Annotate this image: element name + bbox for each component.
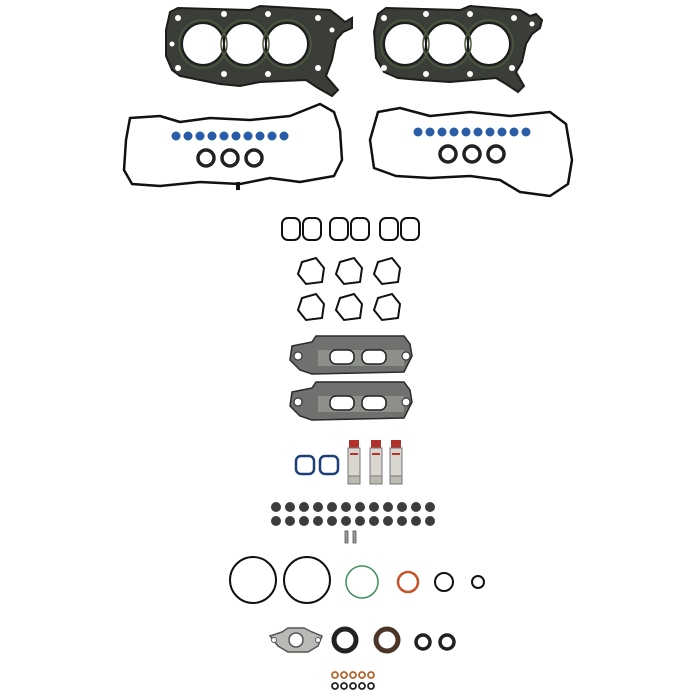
large-o-rings: [229, 556, 331, 604]
egr-gasket: [268, 627, 323, 653]
right-valve-cover-gasket: [368, 106, 574, 198]
spark-plug-tube-seals-right: [413, 127, 531, 137]
throttle-body-gaskets: [296, 256, 402, 322]
exhaust-manifold-gasket-lower: [289, 381, 413, 421]
square-seals: [294, 454, 340, 476]
small-o-rings: [345, 565, 485, 599]
left-valve-cover-gasket: [122, 102, 344, 190]
dowel-pins: [344, 530, 357, 544]
copper-washers: [331, 671, 375, 690]
spark-plug-tube-seals-left: [171, 131, 289, 141]
intake-manifold-gaskets: [281, 217, 420, 241]
sealant-tubes: [347, 440, 403, 485]
right-cylinder-head-gasket: [372, 4, 544, 94]
valve-stem-seals: [271, 502, 435, 526]
left-cylinder-head-gasket: [165, 4, 353, 98]
camshaft-seals: [331, 626, 456, 654]
exhaust-manifold-gasket-upper: [289, 335, 413, 375]
